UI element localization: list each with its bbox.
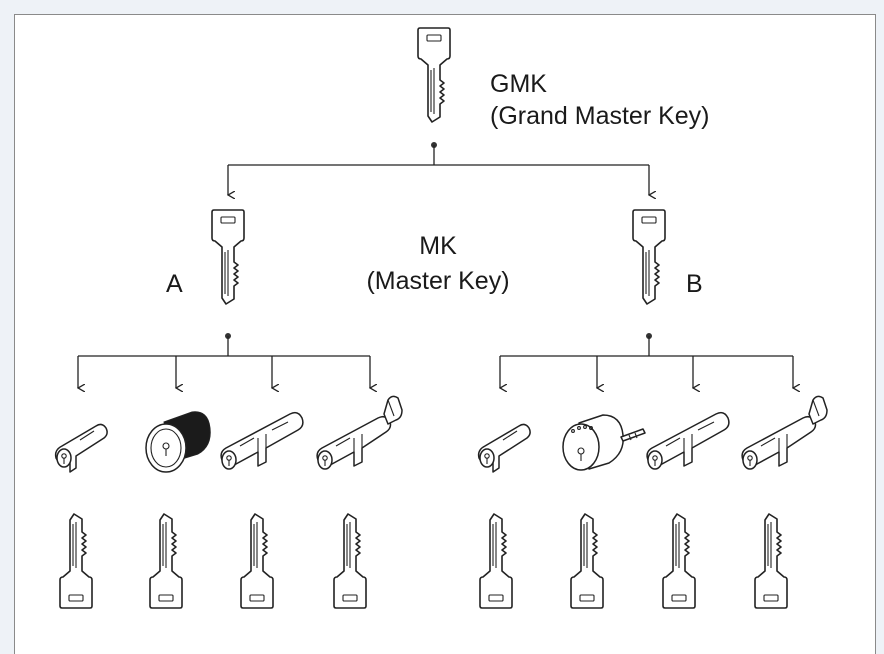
euro-thumbturn-cylinder-icon — [741, 395, 828, 470]
euro-double-cylinder-icon — [646, 411, 730, 470]
group-a-connector — [78, 333, 370, 388]
master-key-b-icon — [632, 209, 666, 305]
change-key-b1-icon — [479, 513, 513, 609]
grand-master-key-icon — [417, 27, 451, 123]
change-key-a1-icon — [59, 513, 93, 609]
mk-label: MK — [419, 232, 457, 260]
diagram-frame — [14, 14, 876, 654]
change-key-b4-icon — [754, 513, 788, 609]
change-key-a4-icon — [333, 513, 367, 609]
group-b-label: B — [686, 270, 703, 298]
mortise-cylinder-icon — [145, 411, 211, 473]
master-key-system-diagram: GMK (Grand Master Key) A B MK (Master Ke… — [54, 27, 828, 609]
gmk-connector — [228, 142, 649, 195]
rim-cylinder-icon — [562, 414, 646, 471]
euro-half-cylinder-icon — [477, 423, 531, 473]
change-key-a3-icon — [240, 513, 274, 609]
group-a-label: A — [166, 270, 183, 298]
master-key-a-icon — [211, 209, 245, 305]
group-b-connector — [500, 333, 793, 388]
euro-double-cylinder-icon — [220, 411, 304, 470]
gmk-full-label: (Grand Master Key) — [490, 102, 710, 130]
change-key-b3-icon — [662, 513, 696, 609]
change-key-b2-icon — [570, 513, 604, 609]
change-key-a2-icon — [149, 513, 183, 609]
gmk-label: GMK — [490, 70, 547, 98]
euro-half-cylinder-icon — [54, 423, 108, 473]
euro-thumbturn-cylinder-icon — [316, 395, 403, 470]
mk-full-label: (Master Key) — [366, 267, 509, 295]
